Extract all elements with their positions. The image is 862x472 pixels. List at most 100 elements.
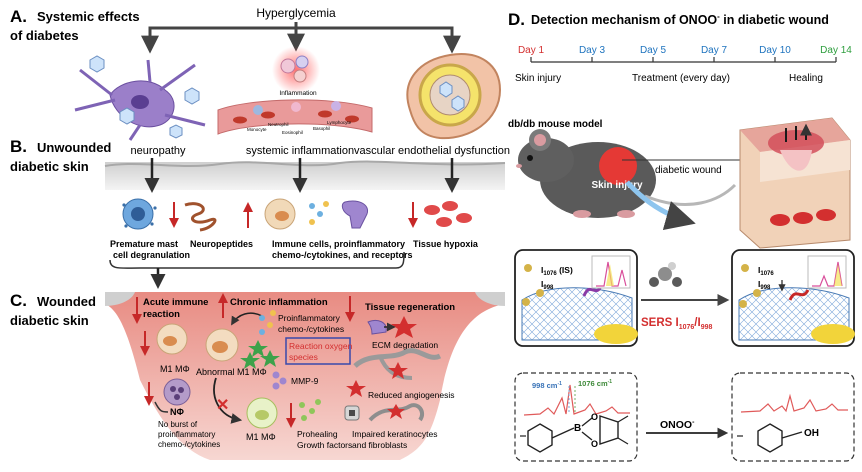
phase-skin-injury: Skin injury: [515, 73, 561, 84]
m1-bottom-icon: [246, 397, 278, 429]
spectrum-inset-after: [807, 255, 847, 289]
probe-np-6: [739, 300, 747, 308]
keratinocyte-icon: [344, 403, 425, 422]
hyperglycemia-label: Hyperglycemia: [256, 6, 336, 20]
probe-np-2: [536, 289, 544, 297]
peak-998-label: 998 cm-1: [532, 381, 562, 390]
abnormal-m1-icon: [205, 328, 239, 362]
timeline-day-label: Day 5: [640, 45, 667, 56]
prohealing-line2: Growth factors: [297, 440, 352, 450]
panel-d-title: Detection mechanism of ONOO- in diabetic…: [531, 12, 829, 27]
prohealing-line1: Prohealing: [297, 429, 338, 439]
panel-a-title-1: Systemic effects: [37, 9, 140, 24]
panel-b: B. Unwounded diabetic skin: [10, 137, 506, 289]
ros-line2: species: [289, 352, 318, 362]
panel-b-item-1-line1: Premature mast: [110, 239, 178, 249]
boron-label: B: [574, 423, 581, 434]
panel-d: D. Detection mechanism of ONOO- in diabe…: [508, 10, 855, 462]
mmp9-label: MMP-9: [291, 376, 319, 386]
impaired-line1: Impaired keratinocytes: [352, 429, 438, 439]
reduced-angio-label: Reduced angiogenesis: [368, 390, 454, 400]
cell-label-neutrophil: Neutrophil: [268, 122, 289, 127]
red-x-mark: ✕: [216, 397, 229, 414]
panel-b-title-2: diabetic skin: [10, 159, 89, 174]
skin-injury-label: Skin injury: [591, 180, 643, 191]
panel-b-item-3-line2: chemo-/cytokines, and receptors: [272, 250, 413, 260]
panel-c-title-1: Wounded: [37, 294, 96, 309]
no-burst-3: chemo-/cytokines: [158, 440, 220, 449]
oxygen-bottom-label: O: [591, 439, 598, 449]
curved-arrow-chronic: [231, 312, 263, 326]
panel-c-label: C.: [10, 291, 27, 310]
panel-d-label: D.: [508, 10, 525, 29]
panel-b-title-1: Unwounded: [37, 140, 111, 155]
panel-c-title-2: diabetic skin: [10, 313, 89, 328]
m1-label: M1 MΦ: [160, 364, 190, 374]
cell-label-eosinophil: Eosinophil: [282, 130, 303, 135]
bracket-nphi: [154, 401, 169, 413]
probe-dna-after: [788, 289, 810, 301]
proinflam-line1: Proinflammatory: [278, 313, 341, 323]
branch-neuropathy: neuropathy: [130, 145, 186, 157]
chronic-label: Chronic inflammation: [230, 297, 328, 308]
panel-a-label: A.: [10, 7, 27, 26]
ros-line1: Reaction oxygen: [289, 341, 353, 351]
mast-cell-icon: [122, 198, 157, 230]
spectrum-trace-before: [523, 384, 630, 416]
cell-label-monocyte: Monocyte: [247, 127, 267, 132]
i998-label-after: I998: [758, 279, 771, 291]
onoo-molecule-icon: [649, 262, 682, 287]
vessel-illustration: [406, 53, 502, 140]
tissue-regen-label: Tissue regeneration: [365, 302, 455, 313]
immune-cell-icon: [264, 198, 329, 230]
angiogenesis-icon: [346, 348, 442, 397]
sers-ratio-label: SERS I1076/I998: [641, 317, 712, 331]
ecm-label: ECM degradation: [372, 340, 438, 350]
peak-1076-label: 1076 cm-1: [578, 379, 612, 388]
arrow-to-bottom-m1: [213, 377, 243, 424]
wound-bed: [105, 292, 505, 460]
panel-b-item-2: Neuropeptides: [190, 239, 253, 249]
no-burst-1: No burst of: [158, 420, 198, 429]
timeline-day-label: Day 3: [579, 45, 606, 56]
ros-box: [285, 337, 351, 365]
probe-np-1: [524, 264, 532, 272]
inflammation-illustration: Inflammation Monocyte Neutrophil Eosinop…: [217, 46, 373, 135]
neuropeptide-icon: [184, 202, 217, 232]
acute-line2: reaction: [143, 309, 180, 320]
panel-b-item-4: Tissue hypoxia: [413, 239, 479, 249]
skin-surface: [104, 160, 506, 167]
oh-label: OH: [804, 428, 819, 439]
panel-a: A. Systemic effects of diabetes Hypergly…: [10, 6, 510, 157]
growth-factor-dots: [299, 399, 321, 421]
mouse-model-label: db/db mouse model: [508, 119, 603, 130]
i1076-label-after: I1076: [758, 265, 774, 277]
cell-label-basophil: Basophil: [313, 126, 330, 131]
abnormal-m1-label: Abnormal M1 MΦ: [196, 367, 267, 377]
panel-c: C. Wounded diabetic skin Acute immune re…: [10, 291, 505, 460]
spectrum-trace-after: [740, 393, 848, 413]
wound-edge-left: [105, 292, 135, 306]
inflammation-label: Inflammation: [279, 90, 317, 97]
red-blood-cells-icon: [424, 201, 472, 227]
mmp9-icon: [272, 371, 287, 390]
hyperglycemia-branch-lines: [148, 26, 454, 44]
oxygen-top-label: O: [591, 412, 598, 422]
neutrophil-icon: [163, 378, 191, 406]
m1-macrophage-icon: [156, 323, 188, 355]
receptor-icon: [341, 200, 368, 229]
probe-yellow-after: [811, 324, 855, 344]
probe-np-5: [753, 289, 761, 297]
ros-star-icons: [240, 340, 280, 369]
wound-skin-block: [739, 118, 851, 249]
timeline-day-label: Day 10: [759, 45, 791, 56]
neutrophil-label: NΦ: [170, 407, 184, 417]
phase-treatment: Treatment (every day): [632, 73, 730, 84]
wound-label: diabetic wound: [655, 165, 722, 176]
panel-b-bracket: [109, 251, 405, 269]
spectrum-box-after: [731, 372, 855, 462]
onoo-label: ONOO-: [660, 419, 695, 431]
ecm-degradation-icon: [367, 316, 417, 338]
panel-b-item-3-line1: Immune cells, proinflammatory: [272, 239, 405, 249]
